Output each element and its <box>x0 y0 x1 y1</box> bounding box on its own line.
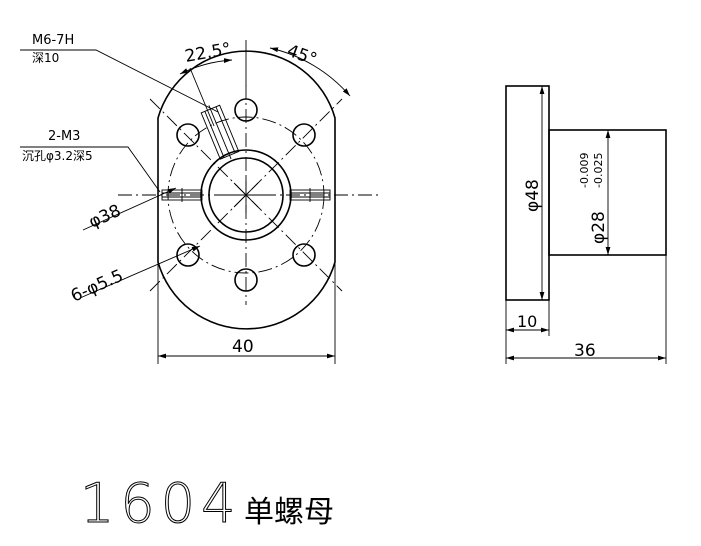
angle-ext-line <box>189 67 215 127</box>
bolt-hole <box>292 243 316 267</box>
diagonal-centerline-2 <box>149 98 343 292</box>
thickness-label: 10 <box>517 312 537 331</box>
length-label: 36 <box>574 341 596 361</box>
thread-depth-label: 深10 <box>32 51 59 65</box>
bolt-hole <box>176 243 200 267</box>
side-view <box>505 85 667 364</box>
front-view <box>20 40 380 364</box>
angle-small-label: 22.5° <box>183 39 232 67</box>
tol-upper-label: -0.009 <box>578 153 591 188</box>
angle-arc-45 <box>269 47 351 97</box>
thread-spec-label: M6-7H <box>32 33 74 48</box>
bolt-hole <box>292 123 316 147</box>
tol-lower-label: -0.025 <box>592 153 605 188</box>
angle-large-label: 45° <box>284 41 319 70</box>
model-number: 1604 <box>80 472 241 535</box>
flange-dia-label: φ48 <box>523 179 543 212</box>
bolt-hole <box>234 98 258 122</box>
thread-leader <box>20 49 219 113</box>
angle-arc-22 <box>179 58 233 75</box>
bolt-hole <box>176 123 200 147</box>
pcd-label: φ38 <box>86 201 124 233</box>
screw-leader <box>20 146 161 193</box>
pcd-leader <box>82 187 177 231</box>
bolt-hole <box>234 268 258 292</box>
threaded-hole <box>200 104 240 160</box>
holes-label: 6-φ5.5 <box>68 266 127 307</box>
right-screw-hole <box>289 188 331 202</box>
diagonal-centerline-1 <box>149 98 343 292</box>
part-name: 单螺母 <box>244 495 334 530</box>
holes-leader <box>79 245 201 299</box>
width-label: 40 <box>232 337 254 357</box>
body-dia-label: φ28 <box>589 211 609 244</box>
counterbore-label: 沉孔φ3.2深5 <box>22 149 93 163</box>
screw-spec-label: 2-M3 <box>48 129 80 144</box>
